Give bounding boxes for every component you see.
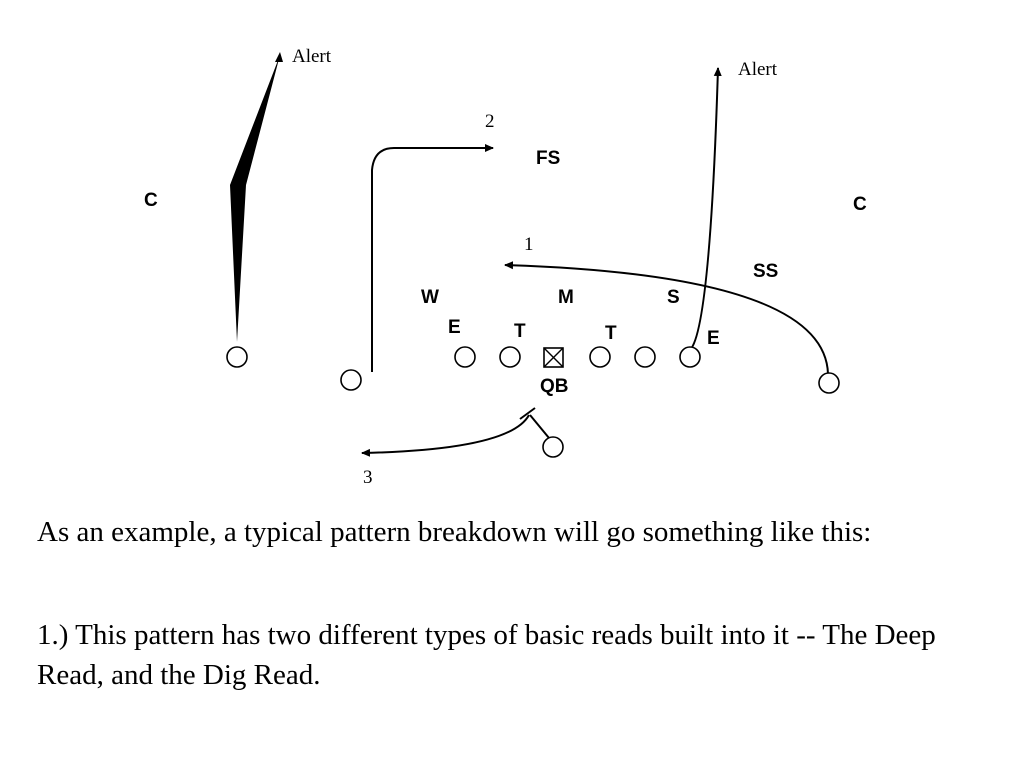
player-lineman bbox=[634, 346, 656, 368]
alert-route-left bbox=[230, 55, 280, 342]
center-mark bbox=[543, 347, 564, 368]
paragraph-read-types: 1.) This pattern has two different types… bbox=[37, 619, 936, 691]
alert-route-left-arrowhead bbox=[275, 52, 283, 62]
defender-m: M bbox=[558, 287, 574, 308]
alert-label-right: Alert bbox=[738, 59, 778, 80]
read-2-label: 2 bbox=[485, 111, 495, 132]
player-tight-end bbox=[679, 346, 701, 368]
defender-e-right: E bbox=[707, 328, 720, 349]
alert-label-left: Alert bbox=[292, 46, 332, 67]
defender-ss: SS bbox=[753, 261, 778, 282]
player-lineman bbox=[454, 346, 476, 368]
defender-c-right: C bbox=[853, 194, 867, 215]
player-running-back bbox=[542, 436, 564, 458]
qb-label: QB bbox=[540, 376, 569, 397]
route-2 bbox=[371, 144, 494, 372]
read-3-label: 3 bbox=[363, 467, 373, 488]
player-lineman bbox=[499, 346, 521, 368]
defender-fs: FS bbox=[536, 148, 560, 169]
player-wide-receiver-right bbox=[818, 372, 840, 394]
defender-t-left: T bbox=[514, 321, 526, 342]
alert-route-right bbox=[689, 67, 722, 351]
defender-c-left: C bbox=[144, 190, 158, 211]
route-1 bbox=[504, 261, 829, 375]
defender-e-left: E bbox=[448, 317, 461, 338]
defender-s: S bbox=[667, 287, 680, 308]
defender-w: W bbox=[421, 287, 439, 308]
route-3 bbox=[361, 414, 530, 457]
play-diagram: C C FS SS W M S E T T E QB Alert Alert 2… bbox=[144, 46, 867, 488]
player-slot-left bbox=[340, 369, 362, 391]
defender-t-right: T bbox=[605, 323, 617, 344]
paragraph-example-intro: As an example, a typical pattern breakdo… bbox=[37, 516, 872, 548]
back-path bbox=[529, 414, 550, 439]
player-lineman bbox=[589, 346, 611, 368]
read-1-label: 1 bbox=[524, 234, 534, 255]
back-block-mark bbox=[519, 407, 536, 420]
player-wide-receiver-left bbox=[226, 346, 248, 368]
